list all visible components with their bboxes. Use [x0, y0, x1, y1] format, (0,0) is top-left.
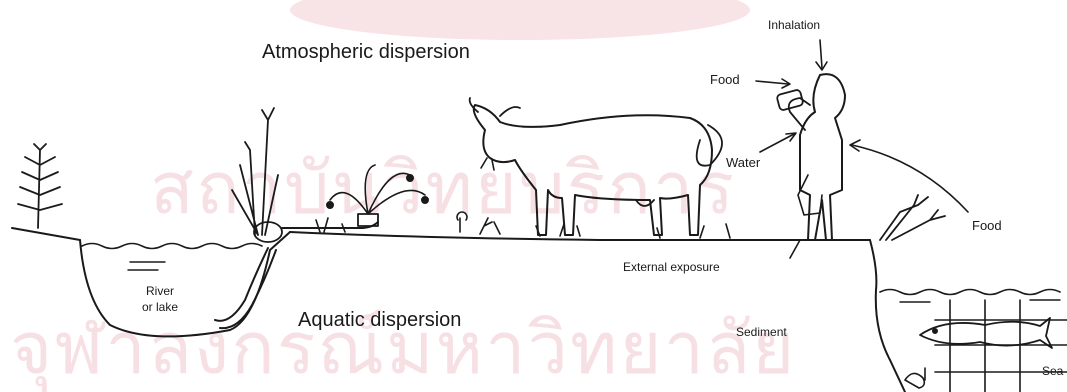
- sea-reeds: [880, 195, 945, 240]
- lake-label: or lake: [142, 300, 178, 314]
- river-label: River: [146, 284, 174, 298]
- ground-line: [12, 228, 870, 240]
- irrigation-pipe: [282, 222, 378, 228]
- external-exposure-label: External exposure: [623, 260, 720, 274]
- river-water-surface: [82, 244, 262, 249]
- sea-bank: [870, 240, 905, 392]
- cow-tail: [697, 125, 722, 166]
- fish: [920, 318, 1052, 348]
- cow-ears: [470, 98, 520, 116]
- person-arm: [789, 98, 810, 130]
- river-ripple-1: [128, 262, 165, 270]
- sea-ripples: [900, 300, 1060, 302]
- water-arrow: [760, 134, 794, 152]
- inhalation-label: Inhalation: [768, 18, 820, 32]
- food-arrow-top: [756, 81, 788, 84]
- cow-grass: [481, 158, 494, 170]
- atmospheric-dispersion-label: Atmospheric dispersion: [262, 41, 470, 64]
- reed-plant: [232, 108, 278, 235]
- water-label: Water: [726, 155, 760, 170]
- sea-water-surface: [880, 290, 1060, 295]
- external-arrow: [790, 240, 800, 258]
- aquatic-dispersion-label: Aquatic dispersion: [298, 309, 461, 332]
- sea-label: Sea: [1042, 364, 1063, 378]
- food-label-top: Food: [710, 72, 740, 87]
- cow: [474, 105, 712, 235]
- inhalation-arrow: [820, 40, 822, 68]
- food-arrow-right: [852, 145, 968, 212]
- drinking-cup: [776, 89, 803, 111]
- left-shrub: [18, 144, 62, 228]
- sediment-label: Sediment: [736, 325, 787, 339]
- shellfish: [905, 368, 925, 388]
- food-label-right: Food: [972, 218, 1002, 233]
- sprinkler-spray: [330, 165, 425, 214]
